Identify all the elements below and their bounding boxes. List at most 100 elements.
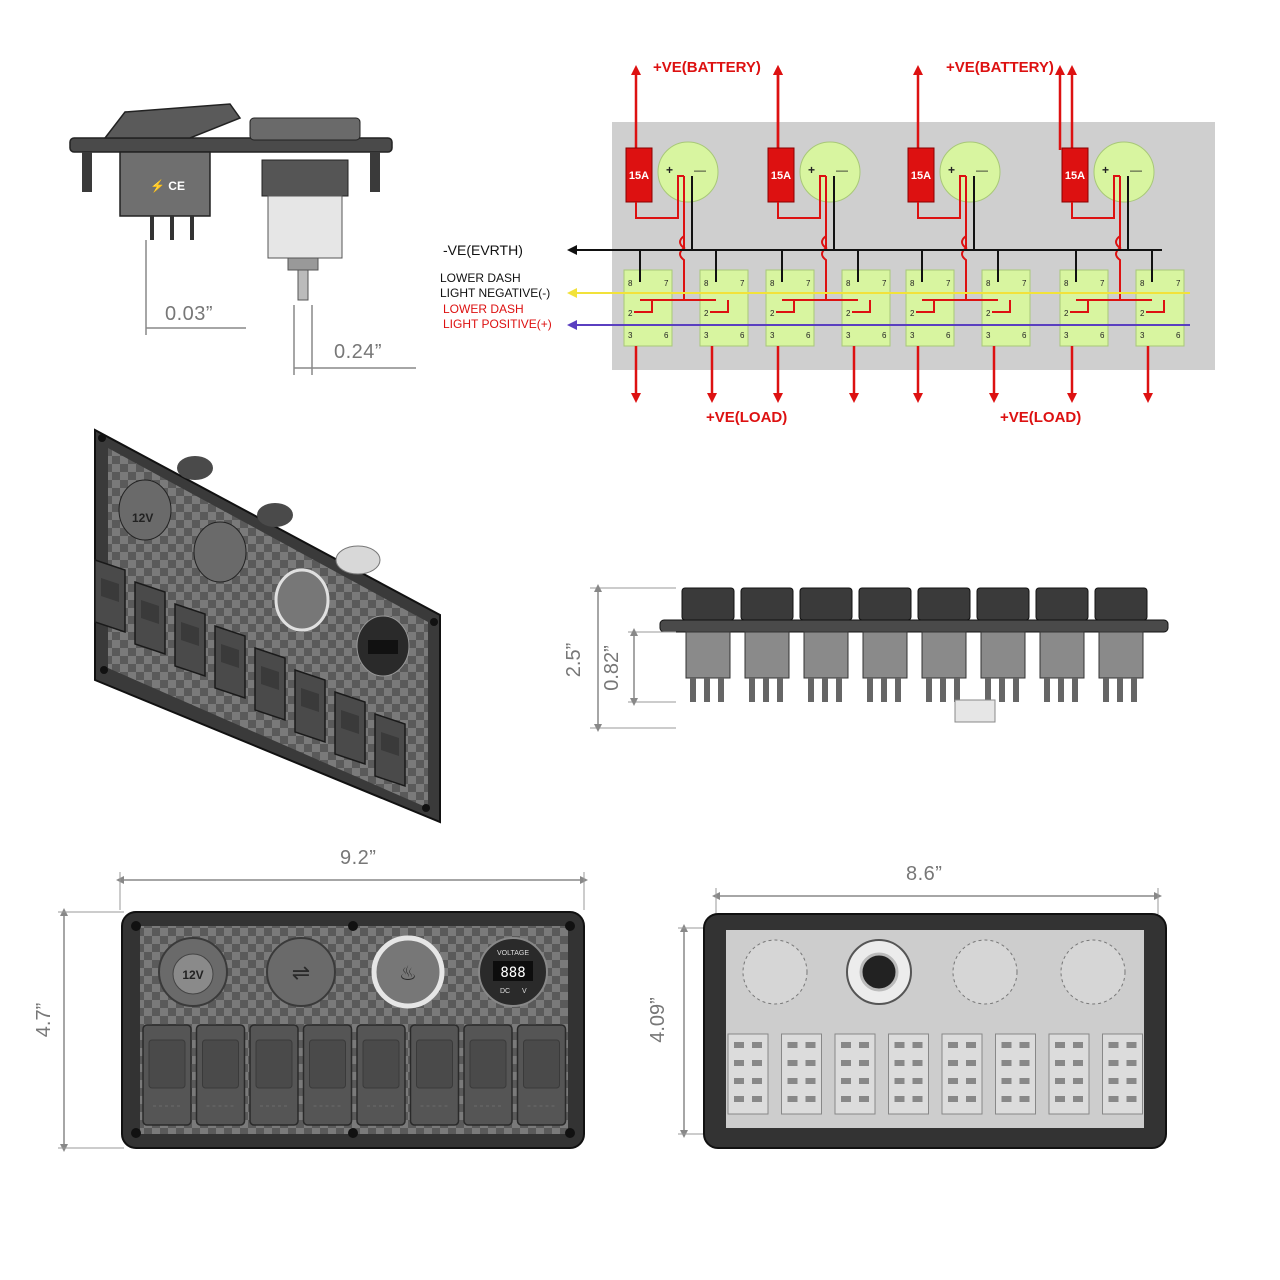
terminal-pin (734, 1078, 744, 1084)
terminal-pin (1019, 1096, 1030, 1102)
socket-rear (177, 456, 213, 480)
terminal-pin (894, 1060, 905, 1066)
rocker-switch-terminal-block (699, 269, 749, 347)
plus-sign: + (666, 163, 673, 177)
terminal-pin (1055, 1078, 1065, 1084)
profile-switch-pin (954, 678, 960, 702)
terminal-pin (1001, 1096, 1012, 1102)
terminal-pin (1073, 1096, 1083, 1102)
rocker-switches (94, 558, 406, 788)
screw (131, 921, 141, 931)
feed-wire (961, 235, 968, 300)
terminal-pin (859, 1042, 869, 1048)
fuse-label: 15A (629, 170, 649, 182)
terminal-pin (734, 1060, 744, 1066)
voltmeter-dc: DC (500, 988, 510, 995)
dim-4-09: 4.09” (647, 997, 669, 1043)
pin-label: 6 (664, 331, 669, 340)
dim-2-5: 2.5” (563, 643, 585, 677)
back-socket-lens (859, 952, 899, 992)
voltmeter-title: VOLTAGE (497, 950, 529, 957)
feed-wire (679, 235, 686, 300)
terminal-pin (1108, 1042, 1119, 1048)
rocker-switch-terminal-block (623, 269, 673, 347)
profile-switch-pin (704, 678, 710, 702)
back-view: 8.6” 4.09” (647, 863, 1167, 1149)
load-label-left: +VE(LOAD) (706, 409, 787, 426)
pin-label: 3 (986, 331, 991, 340)
terminal-pin (948, 1078, 958, 1084)
rocker-switch-face (221, 644, 239, 668)
terminal-pin (1001, 1078, 1012, 1084)
rocker-switch-face (381, 732, 399, 756)
profile-switch-pin (822, 678, 828, 702)
terminal-pin (1126, 1042, 1137, 1048)
profile-switch-pin (881, 678, 887, 702)
terminal-pin (841, 1042, 851, 1048)
socket-rear (257, 503, 293, 527)
terminal-pin (966, 1060, 976, 1066)
socket-terminal (297, 269, 309, 301)
rocker-switch-paddle (255, 1039, 293, 1089)
socket-cap (249, 117, 361, 141)
power-tap (1146, 300, 1165, 313)
terminal-pin (1019, 1060, 1030, 1066)
pin-label: 8 (628, 279, 633, 288)
rocker-switch-terminal-block (841, 269, 891, 347)
profile-view: 2.5” 0.82” (563, 584, 1169, 732)
pin-label: 3 (704, 331, 709, 340)
profile-switch-pin (940, 678, 946, 702)
pin-label: 8 (1140, 279, 1145, 288)
profile-switch-body (921, 631, 967, 679)
lighter-icon: ♨ (399, 961, 417, 985)
dim-8-6: 8.6” (906, 863, 942, 885)
profile-switch-pin (999, 678, 1005, 702)
pin-label: 2 (910, 309, 915, 318)
profile-socket-body (954, 699, 996, 723)
terminal-pin (787, 1042, 798, 1048)
terminal-pin (966, 1042, 976, 1048)
power-tap (710, 300, 729, 313)
mounting-plate (69, 137, 393, 153)
profile-switch-pin (1103, 678, 1109, 702)
socket-terminal (657, 141, 719, 203)
profile-switch-body (980, 631, 1026, 679)
socket-rear (335, 545, 381, 575)
perspective-view: 12V (94, 428, 441, 824)
fuse-label: 15A (911, 170, 931, 182)
terminal-pin (805, 1096, 816, 1102)
rocker-switch-paddle (309, 1039, 346, 1089)
socket-12v (118, 479, 172, 541)
switch-pin (150, 216, 154, 240)
socket-collar (287, 257, 319, 271)
minus-sign: — (976, 163, 988, 177)
profile-switch-body (803, 631, 849, 679)
power-tap (992, 300, 1011, 313)
terminal-pin (1055, 1042, 1065, 1048)
pin-label: 3 (910, 331, 915, 340)
terminal-pin (1126, 1096, 1137, 1102)
voltmeter-reading: 888 (500, 965, 525, 981)
rocker-switch-paddle (523, 1039, 560, 1089)
profile-switch-body (862, 631, 908, 679)
profile-switch-pin (777, 678, 783, 702)
plus-sign: + (1102, 163, 1109, 177)
screw (348, 921, 358, 931)
pin-label: 6 (946, 331, 951, 340)
rocker-switch-terminal-block (981, 269, 1031, 347)
profile-rocker (799, 587, 853, 621)
profile-switch-pin (836, 678, 842, 702)
fuse (625, 147, 653, 203)
pin-label: 6 (882, 331, 887, 340)
terminal-pin (948, 1042, 958, 1048)
socket-usb (193, 521, 247, 583)
pin-label: 7 (1100, 279, 1105, 288)
terminal-pin (734, 1042, 744, 1048)
profile-switch-body (744, 631, 790, 679)
pin-label: 7 (806, 279, 811, 288)
profile-switch-pin (985, 678, 991, 702)
socket-lighter (371, 935, 445, 1009)
back-socket (742, 939, 808, 1005)
